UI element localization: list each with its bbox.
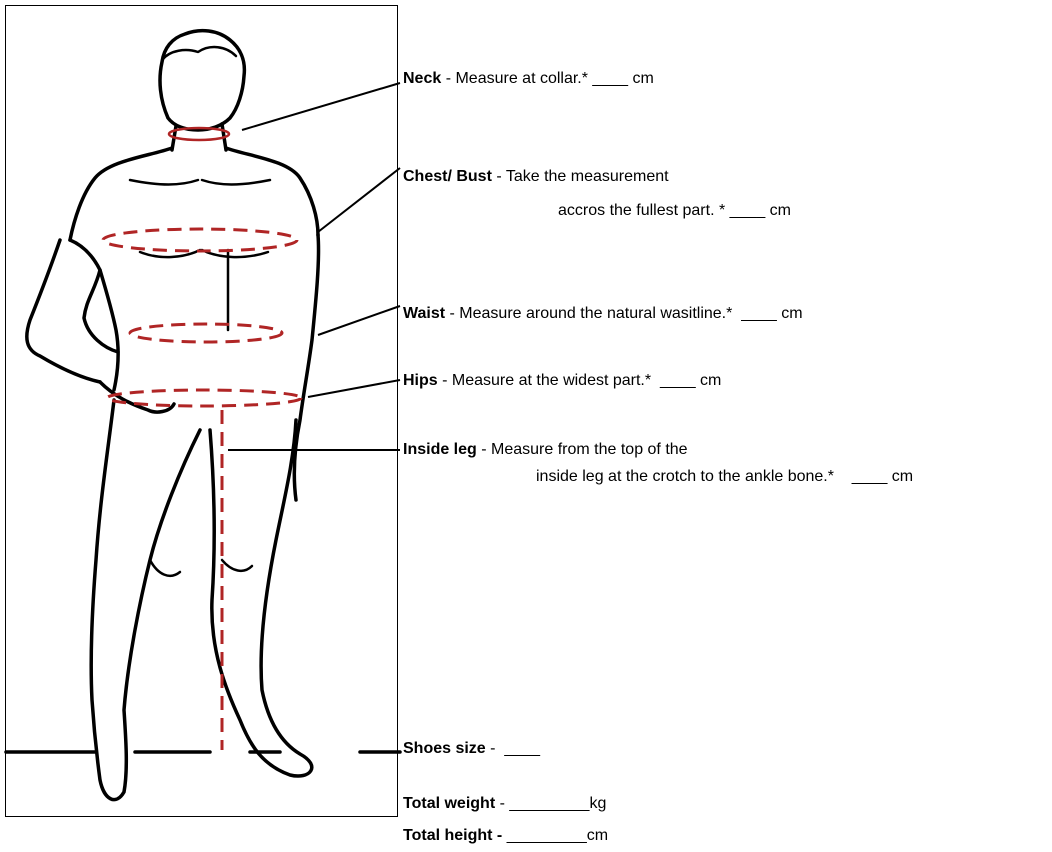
total-height-label: Total height - _________cm	[403, 826, 608, 846]
measurement-guides	[103, 128, 301, 750]
chest-leader	[318, 168, 400, 232]
chest-label: Chest/ Bust - Take the measurement	[403, 167, 669, 187]
leader-lines	[228, 83, 400, 450]
chest-measure-ring	[103, 229, 297, 251]
head-outline	[160, 31, 244, 130]
human-figure-outline	[27, 31, 319, 800]
waist-label: Waist - Measure around the natural wasit…	[403, 304, 803, 324]
hips-measure-ring	[107, 390, 301, 406]
hips-label: Hips - Measure at the widest part.* ____…	[403, 371, 721, 391]
waist-leader	[318, 306, 400, 335]
waist-measure-ring	[130, 324, 282, 342]
neck-leader	[242, 83, 400, 130]
total-weight-label: Total weight - _________kg	[403, 794, 606, 814]
hips-leader	[308, 380, 400, 397]
chest-label-line2: accros the fullest part. * ____ cm	[558, 201, 791, 221]
inside-leg-label-line2: inside leg at the crotch to the ankle bo…	[536, 467, 913, 487]
neck-label: Neck - Measure at collar.* ____ cm	[403, 69, 654, 89]
torso-outline	[70, 148, 318, 240]
leg-outline	[91, 400, 200, 800]
inside-leg-label: Inside leg - Measure from the top of the	[403, 440, 688, 460]
shoes-size-label: Shoes size - ____	[403, 739, 540, 759]
